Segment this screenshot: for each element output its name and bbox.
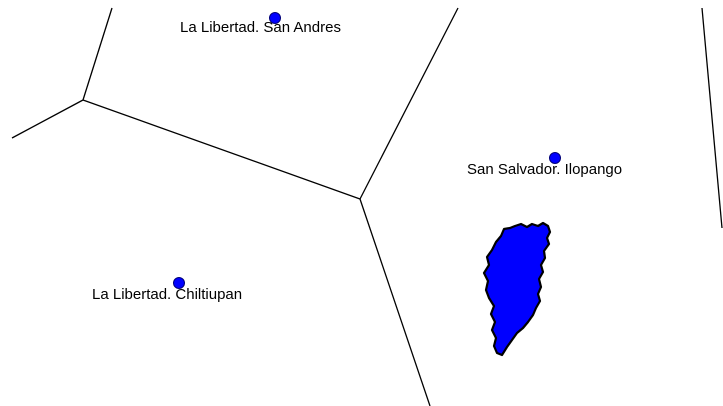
boundary-line [82, 7, 113, 101]
place-label-chiltiupan: La Libertad. Chiltiupan [92, 286, 243, 303]
location-dot-icon[interactable] [173, 277, 185, 289]
boundary-line [359, 7, 459, 200]
lake-polygon[interactable] [482, 221, 552, 357]
location-dot-icon[interactable] [269, 12, 281, 24]
boundary-line [359, 198, 431, 406]
boundary-lines [11, 7, 723, 406]
boundary-line [701, 7, 723, 229]
boundary-line [11, 99, 84, 139]
boundary-line [82, 99, 361, 200]
location-dot-icon[interactable] [549, 152, 561, 164]
place-label-ilopango: San Salvador. Ilopango [467, 161, 623, 178]
place-label-san-andres: La Libertad. San Andres [180, 19, 341, 36]
